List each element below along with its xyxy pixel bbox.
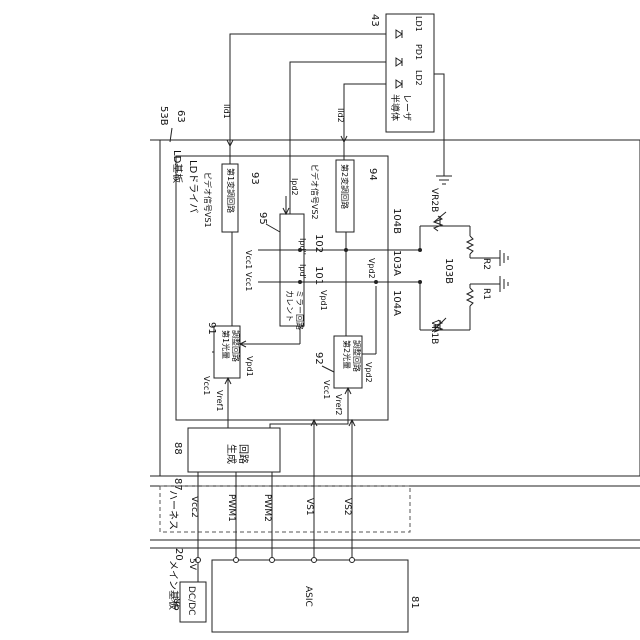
ref-81: 81 bbox=[409, 596, 420, 609]
ref-95: 95 bbox=[257, 212, 268, 225]
signal-ild1: Ild1 bbox=[222, 104, 231, 119]
ld-board-label: LD基板 bbox=[171, 150, 184, 183]
ref-101: 101 bbox=[313, 266, 324, 285]
signal-vcc1-adj2: Vcc1 bbox=[322, 380, 331, 399]
signal-vref2: Vref2 bbox=[334, 394, 343, 415]
ref-88: 88 bbox=[172, 442, 183, 455]
mod2-label: 第2変調回路 bbox=[340, 164, 350, 209]
ref-93: 93 bbox=[249, 172, 260, 185]
asic-label: ASIC bbox=[303, 586, 313, 607]
ref-92: 92 bbox=[313, 352, 324, 365]
ref-20: 20 bbox=[173, 548, 184, 561]
signal-ipd2: Ipd2 bbox=[290, 178, 299, 196]
ref-94: 94 bbox=[367, 168, 378, 181]
signal-vcc1-adj1: Vcc1 bbox=[202, 376, 211, 395]
signal-ipd-pp: Ipd'' bbox=[298, 238, 307, 255]
label-r1: R1 bbox=[481, 288, 491, 300]
ref-102: 102 bbox=[313, 234, 324, 253]
label-vr1b: VR1B bbox=[429, 320, 439, 344]
mirror-label-1: カレント bbox=[285, 290, 294, 322]
signal-vcc1-bottom: Vcc1 bbox=[244, 272, 253, 291]
ref-103a: 103A bbox=[391, 250, 402, 276]
mirror-label-2: ミラー回路 bbox=[295, 290, 305, 330]
signal-video1: ビデオ信号VS1 bbox=[203, 172, 213, 228]
signal-vpd1-mirror: Vpd1 bbox=[319, 290, 328, 311]
signal-vs2: VS2 bbox=[342, 498, 352, 516]
ild1-wire bbox=[230, 34, 386, 164]
harness-label: ハーネス bbox=[167, 490, 179, 530]
label-vr2b: VR2B bbox=[429, 188, 439, 212]
signal-pwm1: PWM1 bbox=[226, 494, 236, 522]
adj1-label-2: 調整回路 bbox=[231, 330, 241, 362]
adj2-label-2: 調整回路 bbox=[352, 340, 362, 372]
signal-vref1: Vref1 bbox=[215, 390, 224, 411]
signal-vcc2: Vcc2 bbox=[189, 496, 199, 518]
label-ld1: LD1 bbox=[414, 16, 423, 32]
label-r2: R2 bbox=[481, 258, 491, 270]
ref-104a: 104A bbox=[391, 290, 402, 316]
laser-label-2: レーザ bbox=[401, 94, 412, 121]
ref-43: 43 bbox=[369, 14, 380, 27]
signal-vpd1-adj1: Vpd1 bbox=[245, 356, 254, 377]
signal-ipd-p: Ipd' bbox=[298, 264, 307, 279]
laser-label-1: 半導体 bbox=[389, 94, 401, 121]
signal-vpd2-node: Vpd2 bbox=[367, 258, 376, 279]
ref-104b: 104B bbox=[391, 208, 402, 234]
ref-53b: 53B bbox=[158, 106, 169, 126]
ref-63: 63 bbox=[175, 110, 186, 123]
ref-91: 91 bbox=[206, 322, 217, 335]
label-ld2: LD2 bbox=[414, 70, 423, 86]
ld-driver-label: LDドライバ bbox=[187, 160, 199, 213]
signal-vpd2-adj2: Vpd2 bbox=[364, 362, 373, 383]
signal-ild2: Ild2 bbox=[336, 108, 345, 123]
ref-87: 87 bbox=[172, 478, 183, 491]
signal-pwm2: PWM2 bbox=[262, 494, 272, 522]
generation-label-2: 回路 bbox=[237, 444, 250, 464]
label-pd1: PD1 bbox=[414, 44, 423, 60]
mod1-label: 第1変調回路 bbox=[226, 168, 236, 213]
generation-label-1: 生成 bbox=[225, 444, 238, 464]
signal-vcc1-top: Vcc1 bbox=[244, 250, 253, 269]
ref-103b: 103B bbox=[443, 258, 454, 284]
signal-5v: 5V bbox=[187, 558, 197, 571]
signal-video2: ビデオ信号VS2 bbox=[310, 164, 320, 220]
adj1-label-1: 第1光量 bbox=[221, 330, 231, 359]
signal-vs1: VS1 bbox=[304, 498, 314, 516]
resistor-network-2 bbox=[420, 212, 508, 266]
ild2-wire bbox=[344, 84, 386, 160]
adj2-label-1: 第2光量 bbox=[342, 340, 352, 369]
dcdc-label: DC/DC bbox=[186, 586, 196, 615]
